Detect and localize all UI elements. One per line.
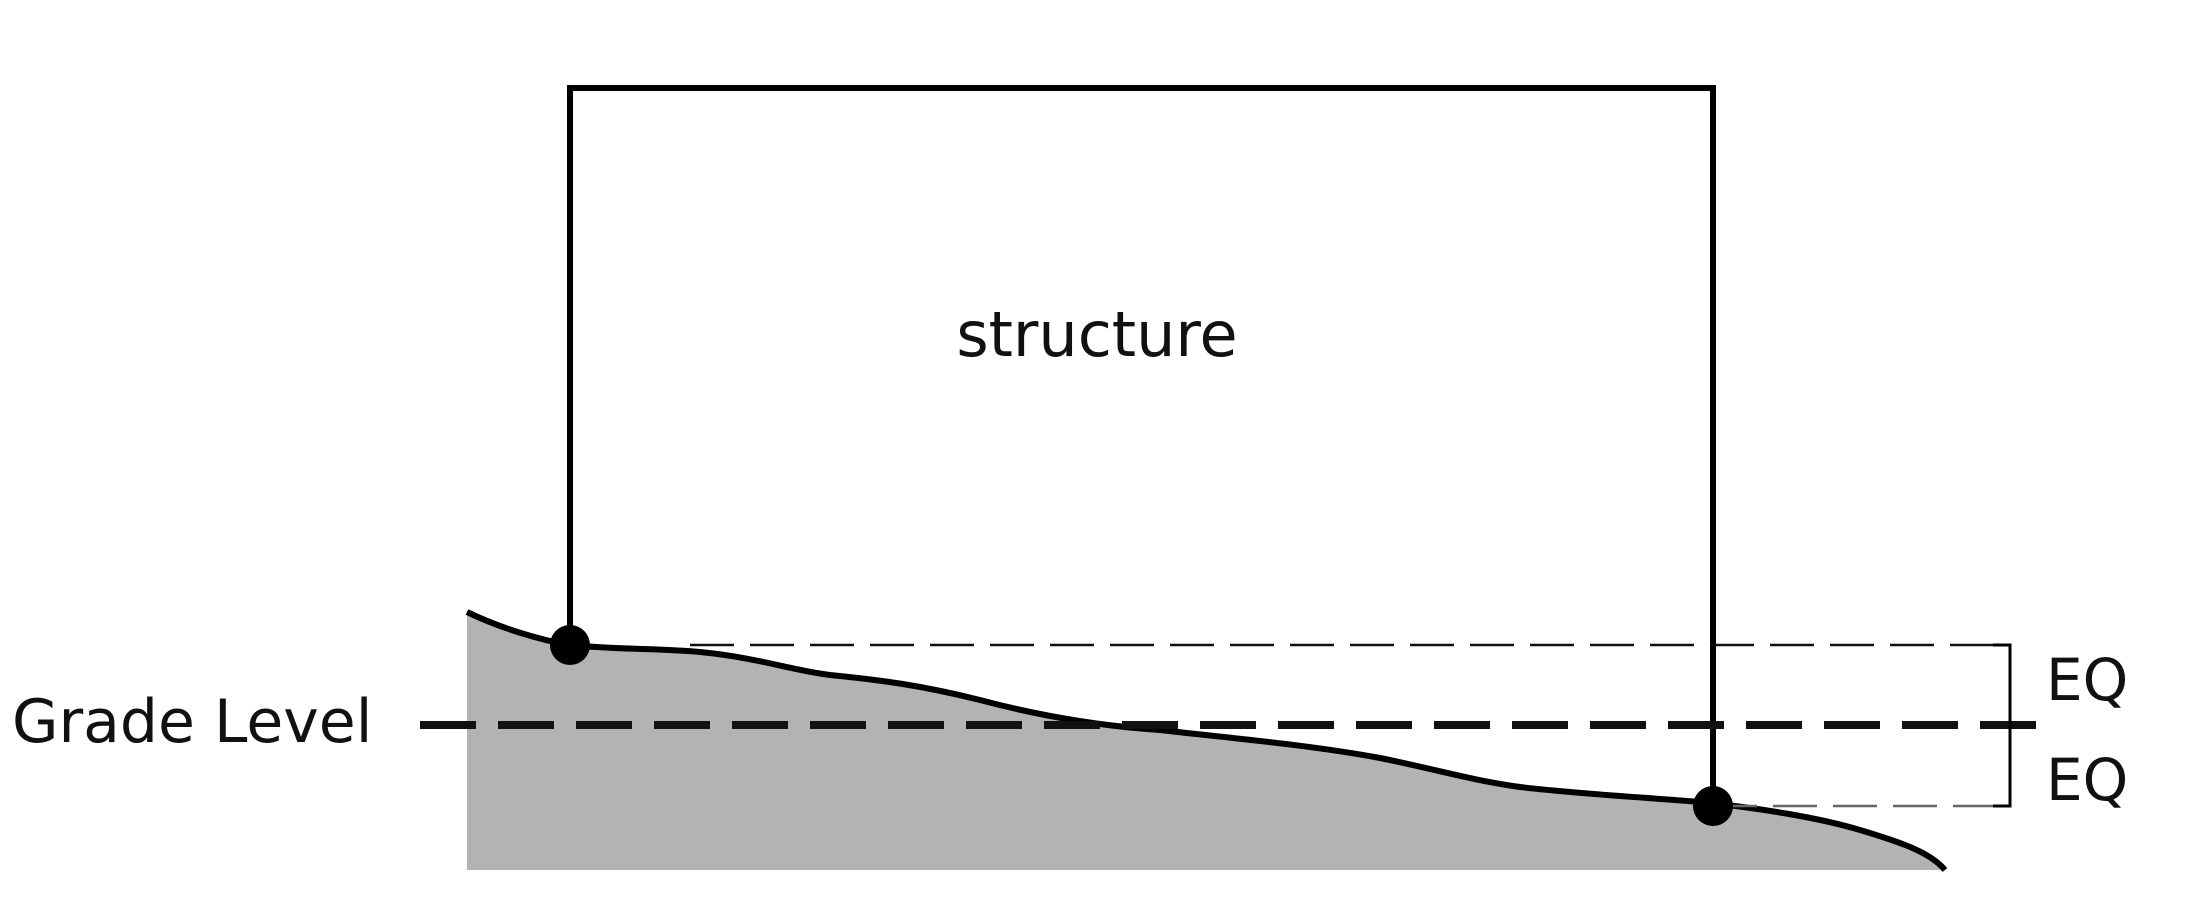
structure-label: structure [956, 298, 1237, 371]
eq-bracket [1993, 643, 2012, 808]
upper-corner-point [550, 625, 590, 665]
grade-level-label: Grade Level [12, 687, 372, 757]
eq-top-label: EQ [2046, 646, 2128, 714]
eq-bottom-label: EQ [2046, 746, 2128, 814]
lower-corner-point [1693, 786, 1733, 826]
structure-outline [567, 85, 1716, 806]
